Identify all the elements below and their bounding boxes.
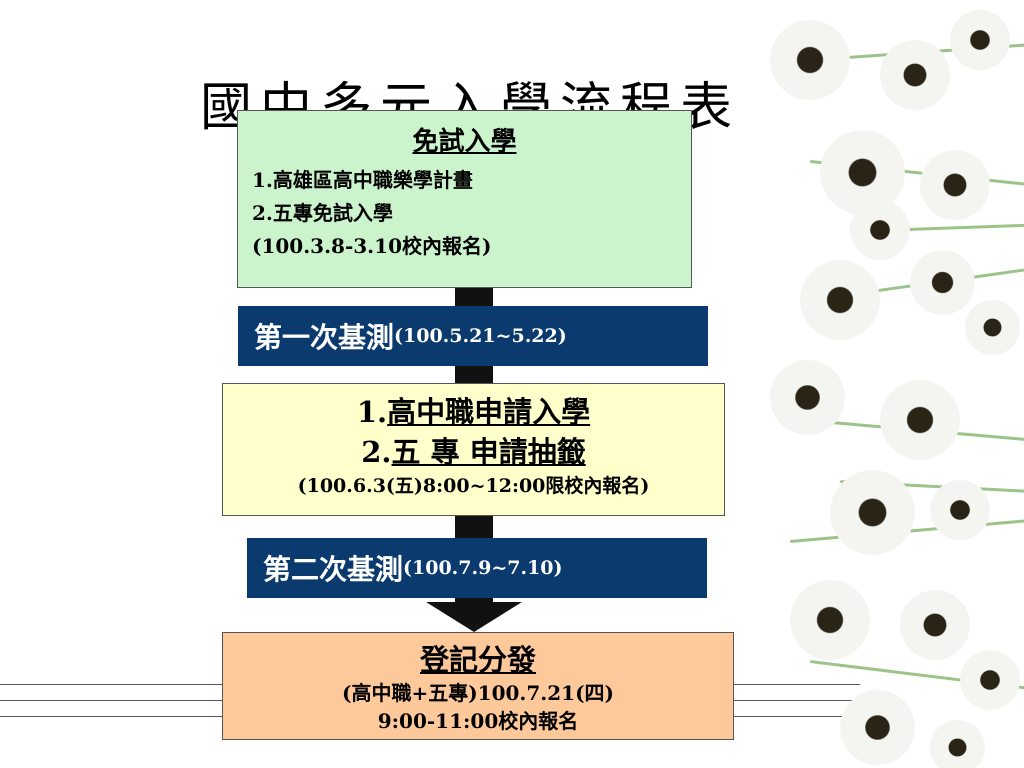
step-heading: 免試入學 — [412, 127, 517, 157]
step-item: 2.五 專 申請抽籤 — [223, 432, 724, 472]
second-exam-band: 第二次基測 (100.7.9~7.10) — [247, 538, 707, 598]
step-date: (高中職+五專)100.7.21(四) — [341, 681, 615, 705]
step-date: (100.6.3(五)8:00~12:00限校內報名) — [297, 475, 650, 497]
exam-label: 第二次基測 — [263, 553, 404, 586]
step-heading: 登記分發 — [419, 643, 536, 677]
exam-date: (100.7.9~7.10) — [403, 557, 563, 579]
step-item: 2.五專免試入學 — [252, 201, 393, 225]
step-application: 1.高中職申請入學 2.五 專 申請抽籤 (100.6.3(五)8:00~12:… — [222, 383, 725, 516]
step-item: 1.高雄區高中職樂學計畫 — [252, 168, 473, 192]
daisy-decoration — [770, 0, 1024, 768]
flow-arrow-head — [426, 602, 522, 632]
item-text: 五 專 申請抽籤 — [391, 435, 586, 469]
step-time: 9:00-11:00校內報名 — [377, 709, 579, 733]
item-text: 高中職申請入學 — [387, 395, 591, 429]
item-number: 2. — [361, 435, 392, 469]
first-exam-band: 第一次基測 (100.5.21~5.22) — [238, 306, 708, 366]
step-registration: 登記分發 (高中職+五專)100.7.21(四) 9:00-11:00校內報名 — [222, 632, 734, 740]
step-exempt-admission: 免試入學 1.高雄區高中職樂學計畫 2.五專免試入學 (100.3.8-3.10… — [237, 110, 692, 288]
item-number: 1. — [356, 395, 388, 429]
exam-label: 第一次基測 — [254, 321, 395, 354]
exam-date: (100.5.21~5.22) — [394, 325, 567, 347]
step-date: (100.3.8-3.10校內報名) — [252, 234, 492, 258]
step-item: 1.高中職申請入學 — [223, 392, 724, 432]
